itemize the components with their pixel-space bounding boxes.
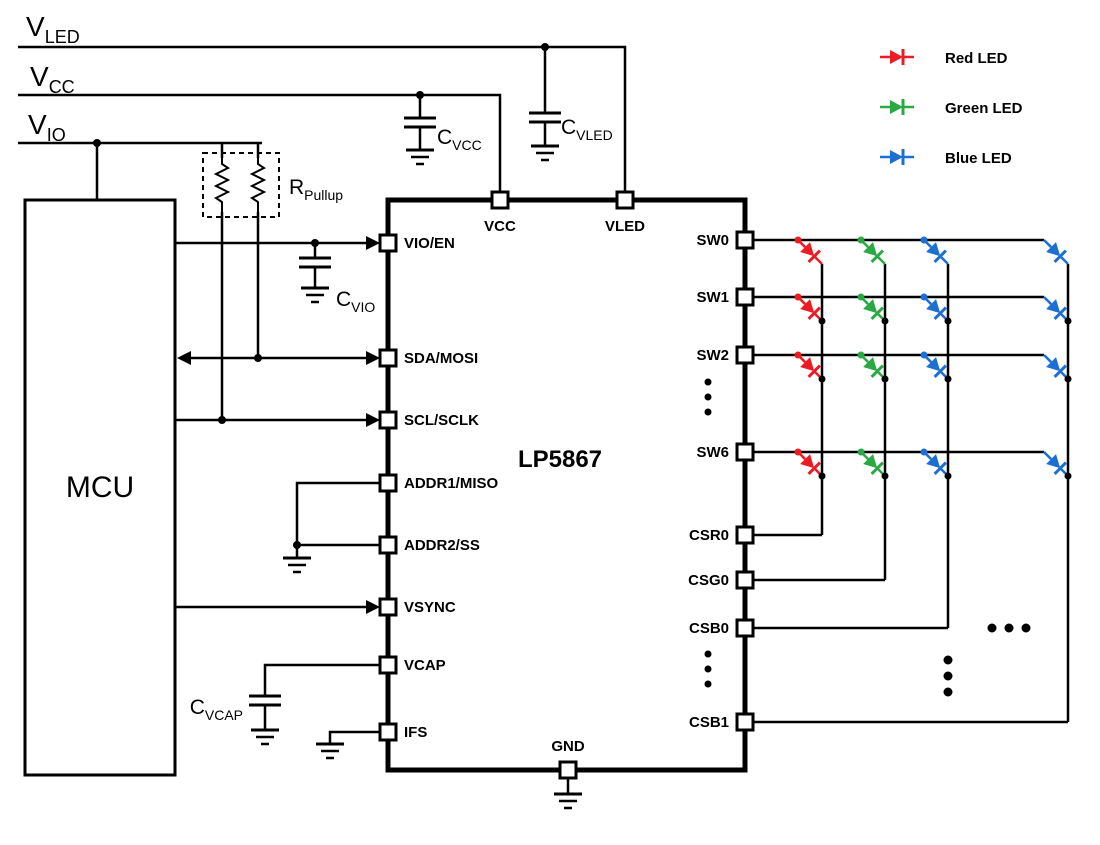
pin-scl-sclk <box>378 410 398 430</box>
pin-vsync <box>378 597 398 617</box>
cvcc-label: CVCC <box>437 126 482 153</box>
ground-icon-cvio <box>299 286 331 304</box>
ground-icon-ifs <box>314 742 346 760</box>
pin-label-sw6: SW6 <box>696 444 729 461</box>
pin-vled <box>615 190 635 210</box>
matrix-ellipsis-vertical <box>943 655 953 697</box>
pin-label-ifs: IFS <box>404 724 427 741</box>
capacitor-cvled-icon <box>527 111 563 124</box>
pin-label-addr1-miso: ADDR1/MISO <box>404 475 499 492</box>
wires <box>18 45 1070 794</box>
pin-label-csg0: CSG0 <box>688 572 729 589</box>
pin-label-vcap: VCAP <box>404 657 446 674</box>
matrix-ellipsis-horizontal <box>987 623 1031 633</box>
capacitor-cvcap-icon <box>247 694 283 707</box>
pin-sw2 <box>735 345 755 365</box>
pin-csg0 <box>735 570 755 590</box>
led-cathode-junction-dots <box>818 317 1072 480</box>
capacitor-cvio-icon <box>297 256 333 269</box>
blue-led-legend-icon <box>878 147 916 167</box>
wire-vcap-branch <box>263 663 380 730</box>
led-anode-junction-dots <box>794 236 928 456</box>
pin-label-csr0: CSR0 <box>689 527 729 544</box>
pin-label-csb0: CSB0 <box>689 620 729 637</box>
vio-rail-label: VIO <box>28 109 66 145</box>
pin-vio-en <box>378 233 398 253</box>
pin-csb0 <box>735 618 755 638</box>
chip-part-number: LP5867 <box>518 446 602 473</box>
legend-label-red: Red LED <box>945 50 1008 67</box>
pin-label-vio-en: VIO/EN <box>404 235 455 252</box>
legend-label-green: Green LED <box>945 100 1023 117</box>
mcu-block <box>23 198 177 777</box>
arrow-right-icon-sda <box>366 351 380 365</box>
wire-vled-rail <box>18 45 627 192</box>
arrow-left-icon-sda <box>177 351 191 365</box>
vcc-rail-label: VCC <box>30 61 75 97</box>
chip-ellipsis-sw <box>704 378 712 416</box>
pin-label-gnd: GND <box>551 738 585 755</box>
pin-ifs <box>378 722 398 742</box>
pin-label-csb1: CSB1 <box>689 714 729 731</box>
pin-label-addr2-ss: ADDR2/SS <box>404 537 480 554</box>
arrow-right-icon-scl <box>366 413 380 427</box>
vled-rail-label: VLED <box>26 11 80 47</box>
pin-label-sw2: SW2 <box>696 347 729 364</box>
arrow-right-icon-vio-en <box>366 236 380 250</box>
lp5867-chip-block <box>385 197 748 773</box>
green-led-legend-icon <box>878 97 916 117</box>
ground-icon-gnd-pin <box>552 792 584 810</box>
pin-label-vcc: VCC <box>484 218 516 235</box>
junction-dots <box>93 43 549 549</box>
pin-label-vsync: VSYNC <box>404 599 456 616</box>
pin-addr2-ss <box>378 535 398 555</box>
pin-gnd <box>558 760 578 780</box>
wire-csr0-column <box>753 264 824 537</box>
chip-ellipsis-cs <box>704 650 712 688</box>
arrow-right-icon-vsync <box>366 600 380 614</box>
cvio-label: CVIO <box>336 288 375 315</box>
resistor-pullup-1-icon <box>215 157 229 213</box>
legend-label-blue: Blue LED <box>945 150 1012 167</box>
wire-pullup-tops <box>220 143 260 158</box>
pin-sw6 <box>735 442 755 462</box>
signal-arrows <box>177 236 380 614</box>
resistor-pullup-2-icon <box>251 157 265 213</box>
pin-vcap <box>378 655 398 675</box>
pin-vcc <box>490 190 510 210</box>
ground-icon-cvcc <box>404 148 436 166</box>
pin-csb1 <box>735 712 755 732</box>
wire-ifs-branch <box>328 730 380 744</box>
pin-sw0 <box>735 230 755 250</box>
capacitor-cvcc-icon <box>402 116 438 129</box>
pin-label-sda-mosi: SDA/MOSI <box>404 350 478 367</box>
pin-label-scl-sclk: SCL/SCLK <box>404 412 479 429</box>
pin-sw1 <box>735 287 755 307</box>
cvled-label: CVLED <box>561 116 613 143</box>
pin-label-vled: VLED <box>605 218 645 235</box>
pin-addr1-miso <box>378 473 398 493</box>
pullup-dashed-box <box>202 152 280 218</box>
ground-icon-cvled <box>529 144 561 162</box>
wire-addr1-miso <box>295 481 380 558</box>
pin-sda-mosi <box>378 348 398 368</box>
ground-icon-cvcap <box>249 728 281 746</box>
pin-label-sw1: SW1 <box>696 289 729 306</box>
rpullup-label: RPullup <box>289 176 343 203</box>
pin-csr0 <box>735 525 755 545</box>
led-matrix <box>790 232 1076 697</box>
wire-csb1-column <box>753 264 1070 724</box>
wire-csg0-column <box>753 264 887 582</box>
pin-label-sw0: SW0 <box>696 232 729 249</box>
ground-icon-addr <box>281 556 313 574</box>
legend: Red LED Green LED Blue LED <box>878 47 1023 167</box>
mcu-label: MCU <box>66 471 134 504</box>
wire-csb0-column <box>753 264 950 630</box>
red-led-legend-icon <box>878 47 916 67</box>
cvcap-label: CVCAP <box>190 696 243 723</box>
wire-vcc-rail <box>18 93 502 192</box>
